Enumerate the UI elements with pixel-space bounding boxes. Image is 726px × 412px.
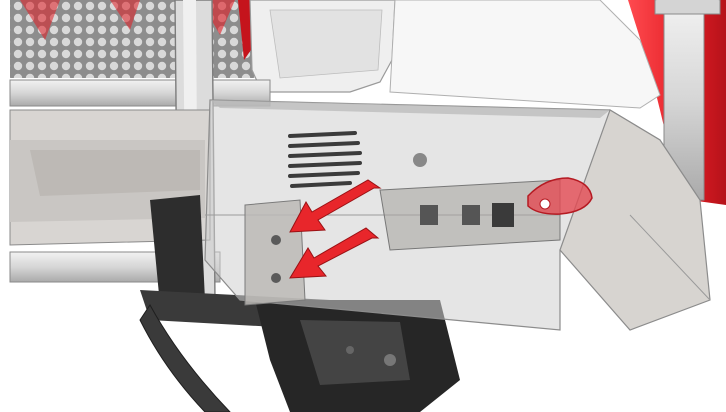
frame-rail-bracket xyxy=(139,195,460,412)
tow-hook xyxy=(527,177,593,215)
grille-mesh xyxy=(10,0,255,78)
arrow-icon xyxy=(289,227,380,279)
fender-housing xyxy=(249,0,661,109)
mounting-plate xyxy=(244,153,561,306)
vent-slots xyxy=(288,131,362,188)
arrow-icon xyxy=(289,179,382,233)
